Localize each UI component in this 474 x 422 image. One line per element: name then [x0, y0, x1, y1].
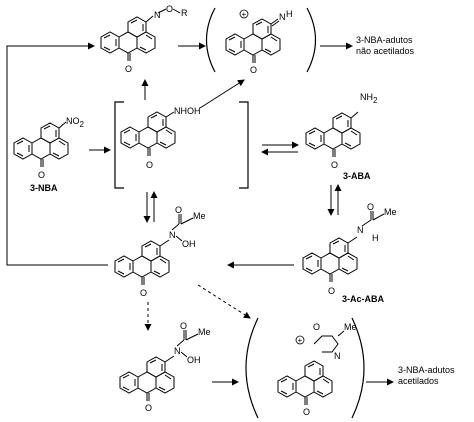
noh-ac-n: N: [169, 230, 176, 240]
acetoxy-ring: [313, 335, 339, 353]
paren-left-bottom: [245, 317, 259, 419]
ester-n-label: N: [154, 10, 161, 20]
nh2-label: NH2: [360, 92, 378, 105]
ac-aba-label: 3-Ac-ABA: [342, 294, 385, 304]
nba-structure: [13, 121, 69, 168]
acetoxy-me: Me: [344, 322, 357, 332]
ac-aba-carbonyl-o: O: [367, 202, 374, 212]
paren-right-top: [306, 7, 316, 73]
lower-oh: OH: [187, 355, 201, 365]
aba-ketone-o: O: [331, 160, 338, 170]
noh-ac-oh: OH: [182, 239, 196, 249]
acetyl-product-line1: 3-NBA-adutos: [398, 365, 455, 375]
nba-ketone-o: O: [38, 170, 45, 180]
n-oh-ac-structure: [114, 239, 170, 286]
lower-n: N: [174, 346, 181, 356]
nhoh-ketone-o: O: [146, 160, 153, 170]
ac-aba-me: Me: [384, 207, 397, 217]
no2-label: NO2: [66, 116, 85, 129]
noh-ac-carbonyl-o: O: [175, 205, 182, 215]
acetoxy-ketone-o: O: [303, 407, 310, 417]
aba-structure: [305, 111, 361, 158]
bracket-left: [114, 101, 124, 189]
acetoxy-n: N: [334, 351, 341, 361]
ester-ketone-o: O: [125, 64, 132, 74]
plus-charge-icon-2: [295, 335, 305, 345]
paren-left-top: [206, 7, 216, 73]
aba-label: 3-ABA: [343, 171, 371, 181]
ac-aba-n: N: [357, 225, 364, 235]
charge-sign-2: +: [298, 336, 303, 345]
ester-r-label: R: [181, 8, 188, 18]
nitrenium-h-label: H: [286, 9, 293, 19]
nonacetyl-product-line1: 3-NBA-adutos: [356, 35, 413, 45]
lower-carbonyl-o: O: [180, 321, 187, 331]
nitrenium-nh-label: N: [279, 12, 286, 22]
lower-ketone-o: O: [145, 403, 152, 413]
nitrenium-ketone-o: O: [250, 65, 257, 75]
acetyl-nitrenium-structure: [277, 360, 333, 406]
noh-ac-me: Me: [193, 211, 206, 221]
return-path: [6, 42, 108, 266]
charge-sign: +: [242, 10, 247, 19]
nba-label: 3-NBA: [30, 183, 58, 193]
bracket-right: [239, 101, 249, 189]
lower-me: Me: [198, 327, 211, 337]
ac-aba-h: H: [372, 233, 379, 243]
ester-structure: [100, 15, 156, 62]
acetyl-product-line2: acetilados: [398, 376, 439, 386]
lower-noh-ac-structure: [119, 355, 175, 402]
nitrenium-structure: [225, 18, 281, 64]
paren-right-bottom: [351, 317, 365, 419]
nhoh-label: NHOH: [174, 106, 201, 116]
ac-aba-ketone-o: O: [328, 286, 335, 296]
plus-charge-icon: [239, 9, 249, 19]
ester-o-label: O: [166, 4, 173, 14]
nhoh-structure: [120, 111, 176, 157]
ac-aba-structure: [302, 236, 358, 283]
noh-ac-ketone-o: O: [140, 288, 147, 298]
nonacetyl-product-line2: não acetilados: [356, 46, 415, 56]
acetoxy-o: O: [313, 322, 320, 332]
